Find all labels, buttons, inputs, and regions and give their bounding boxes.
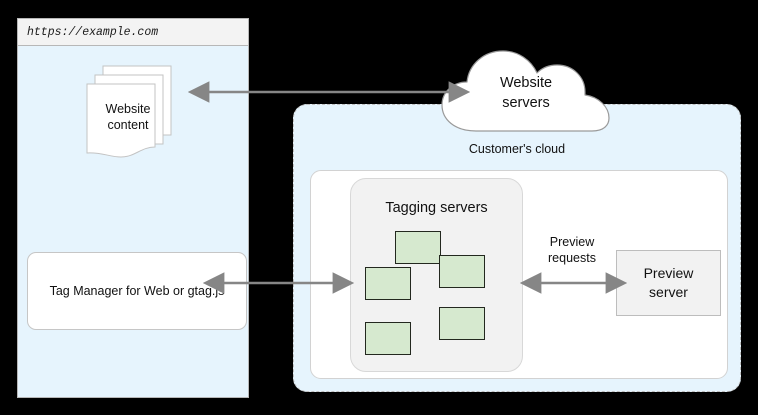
arrow-tagging-to-preview-server (519, 272, 628, 294)
tag-manager-label: Tag Manager for Web or gtag.js (49, 283, 225, 298)
website-content-label: Website content (85, 101, 171, 133)
preview-server-box: Preview server (616, 250, 721, 316)
website-content-label-line1: Website (105, 102, 151, 116)
website-servers-label: Website servers (440, 73, 612, 113)
server-node (365, 322, 411, 355)
website-servers-cloud: Website servers (440, 45, 612, 140)
tagging-servers-title: Tagging servers (385, 200, 488, 216)
preview-requests-label: Preview requests (531, 234, 613, 266)
preview-server-label: Preview server (644, 264, 694, 302)
tagging-servers-box: Tagging servers (350, 178, 523, 372)
preview-requests-line1: Preview (549, 235, 595, 249)
arrow-content-to-website-servers (187, 81, 471, 103)
server-node (395, 231, 441, 264)
arrow-tagmanager-to-tagging-servers (202, 272, 355, 294)
website-servers-line2: servers (502, 95, 550, 111)
server-node (439, 255, 485, 288)
website-servers-line1: Website (499, 75, 553, 91)
preview-server-line2: server (649, 284, 688, 300)
preview-requests-line2: requests (548, 251, 596, 265)
preview-server-line1: Preview (643, 265, 694, 281)
website-content-label-line2: content (107, 118, 149, 132)
server-node (439, 307, 485, 340)
server-node (365, 267, 411, 300)
browser-url-bar[interactable]: https://example.com (18, 19, 248, 46)
browser-url-text: https://example.com (27, 25, 159, 39)
website-content-documents: Website content (85, 63, 189, 163)
document-stack-icon (86, 65, 172, 158)
customer-cloud-label: Customer's cloud (468, 142, 566, 156)
